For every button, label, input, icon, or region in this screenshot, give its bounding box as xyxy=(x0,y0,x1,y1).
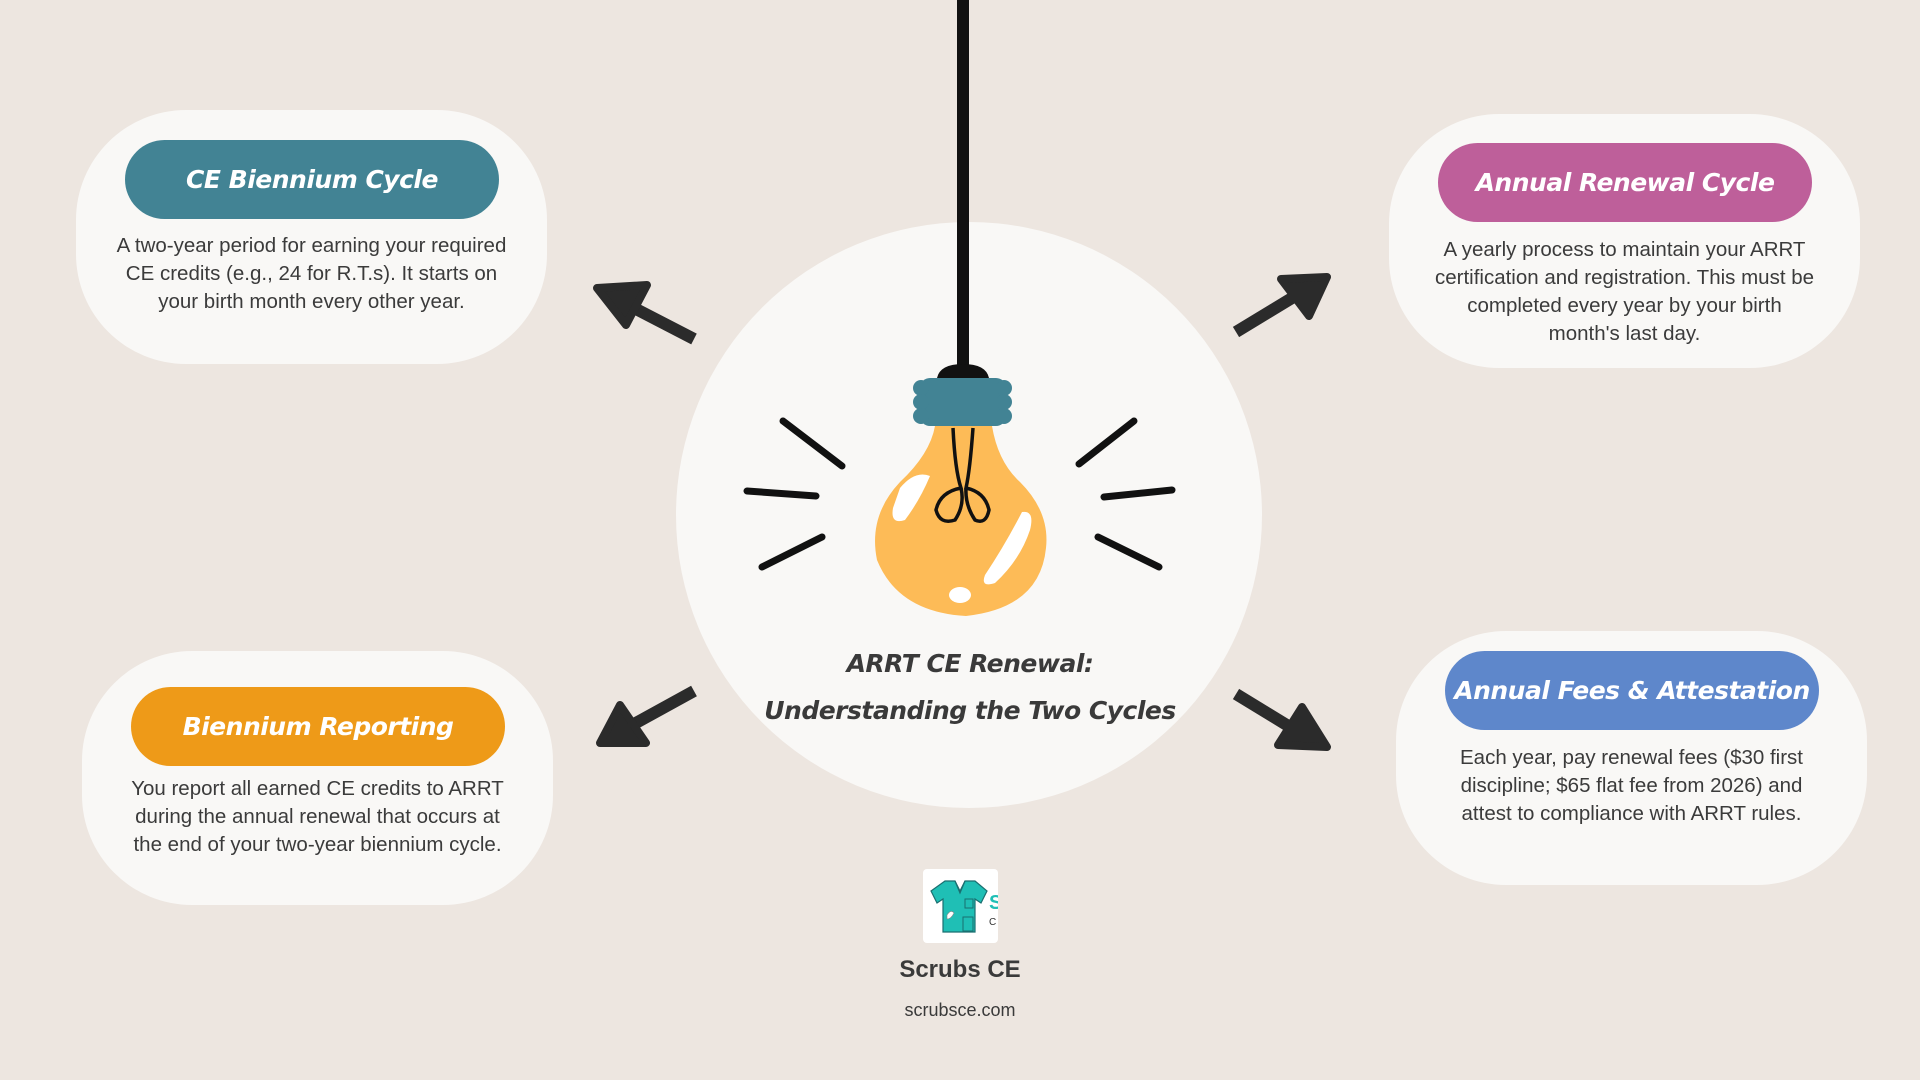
arrow-icon-top-left xyxy=(593,281,697,345)
brand-name: Scrubs CE xyxy=(899,956,1021,983)
svg-text:C: C xyxy=(989,917,996,928)
brand-url-link[interactable]: scrubsce.com xyxy=(904,1000,1016,1020)
card-description: A yearly process to maintain your ARRT c… xyxy=(1434,238,1815,345)
card-annual-fees-attestation: Annual Fees & Attestation Each year, pay… xyxy=(1396,631,1867,885)
card-biennium-reporting: Biennium Reporting You report all earned… xyxy=(82,651,553,905)
diagram-title: ARRT CE Renewal: Understanding the Two C… xyxy=(720,640,1220,734)
arrow-icon-top-right xyxy=(1232,273,1331,338)
card-ce-biennium-cycle: CE Biennium Cycle A two-year period for … xyxy=(76,110,547,364)
diagram-title-line-2: Understanding the Two Cycles xyxy=(764,696,1176,725)
card-description: A two-year period for earning your requi… xyxy=(116,234,507,313)
card-heading-pill: Annual Renewal Cycle xyxy=(1438,143,1812,222)
arrow-icon-bottom-right xyxy=(1232,688,1331,751)
card-annual-renewal-cycle: Annual Renewal Cycle A yearly process to… xyxy=(1389,114,1860,368)
card-heading-pill: Annual Fees & Attestation xyxy=(1445,651,1819,730)
card-heading-pill: CE Biennium Cycle xyxy=(125,140,499,219)
card-description: You report all earned CE credits to ARRT… xyxy=(131,777,504,856)
card-heading-pill: Biennium Reporting xyxy=(131,687,505,766)
card-description: Each year, pay renewal fees ($30 first d… xyxy=(1460,746,1803,825)
svg-text:S: S xyxy=(989,892,998,914)
arrow-icon-bottom-left xyxy=(596,685,697,747)
scrubs-shirt-icon: S C xyxy=(930,880,998,933)
brand-logo: S C xyxy=(923,869,998,943)
diagram-title-line-1: ARRT CE Renewal: xyxy=(846,649,1094,678)
